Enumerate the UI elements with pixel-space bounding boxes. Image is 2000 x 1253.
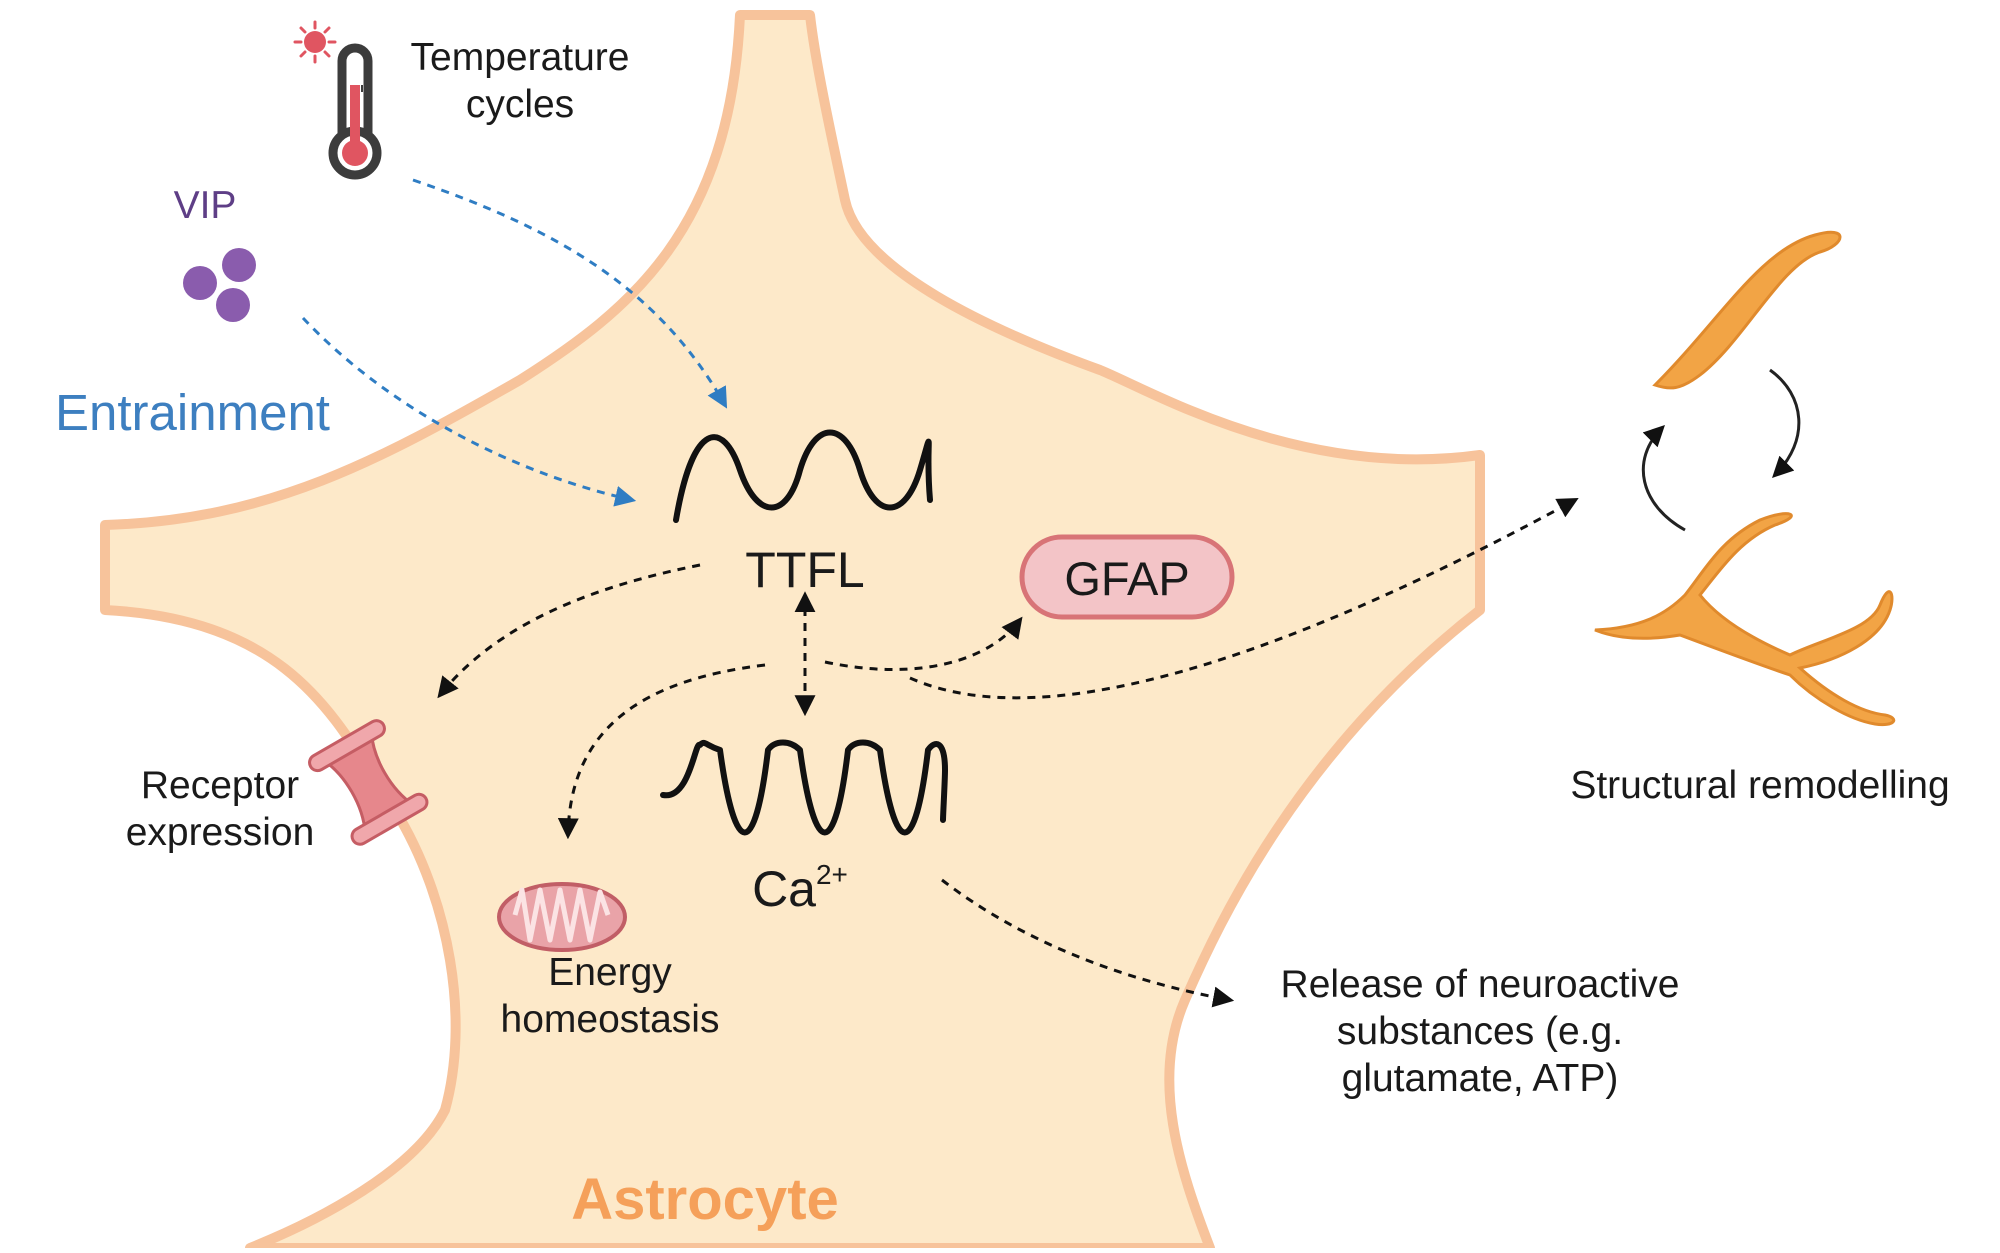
release-label-line3: glutamate, ATP) xyxy=(1341,1056,1619,1100)
to-energy-arrow xyxy=(557,663,766,840)
temperature-label-line1: Temperature xyxy=(410,36,630,79)
vip-molecule-icon xyxy=(183,248,256,322)
ttfl-oscillation-wave xyxy=(673,429,933,523)
thermometer-icon xyxy=(293,20,382,180)
receptor-icon xyxy=(308,719,429,846)
mitochondrion-icon xyxy=(497,882,627,952)
release-label-line1: Release of neuroactive xyxy=(1280,963,1680,1006)
entrainment-label: Entrainment xyxy=(55,384,330,441)
calcium-oscillation-wave xyxy=(660,739,948,836)
vip-to-ttfl-arrow xyxy=(301,316,637,507)
gfap-label: GFAP xyxy=(1064,552,1190,605)
release-label: Release of neuroactive substances (e.g. … xyxy=(1240,962,1720,1102)
temperature-label: Temperature cycles xyxy=(380,35,660,129)
to-structural-remodelling-arrow xyxy=(909,497,1579,700)
ttfl-to-receptor-arrow xyxy=(437,563,701,699)
to-gfap-arrow xyxy=(824,616,1023,671)
gfap-pill xyxy=(1019,534,1235,620)
receptor-label-line2: expression xyxy=(125,810,315,854)
energy-label: Energy homeostasis xyxy=(465,950,755,1044)
release-label-line2: substances (e.g. xyxy=(1336,1009,1624,1053)
astrocyte-process-icon xyxy=(1594,230,1896,727)
astrocyte-cell-body xyxy=(100,10,1485,1253)
receptor-label: Receptor expression xyxy=(100,763,340,857)
ttfl-label: TTFL xyxy=(745,542,865,598)
temperature-to-ttfl-arrow xyxy=(412,178,728,409)
structural-remodelling-label: Structural remodelling xyxy=(1570,764,1950,807)
calcium-label: Ca2+ xyxy=(720,858,880,919)
astrocyte-title: Astrocyte xyxy=(571,1167,839,1232)
calcium-label-charge: 2+ xyxy=(815,859,848,890)
energy-label-line1: Energy xyxy=(548,951,672,994)
energy-label-line2: homeostasis xyxy=(500,997,720,1041)
vip-label: VIP xyxy=(173,184,237,227)
temperature-label-line2: cycles xyxy=(465,82,575,126)
receptor-label-line1: Receptor xyxy=(140,764,300,807)
calcium-to-release-arrow xyxy=(941,878,1235,1008)
calcium-label-base: Ca xyxy=(752,861,816,917)
